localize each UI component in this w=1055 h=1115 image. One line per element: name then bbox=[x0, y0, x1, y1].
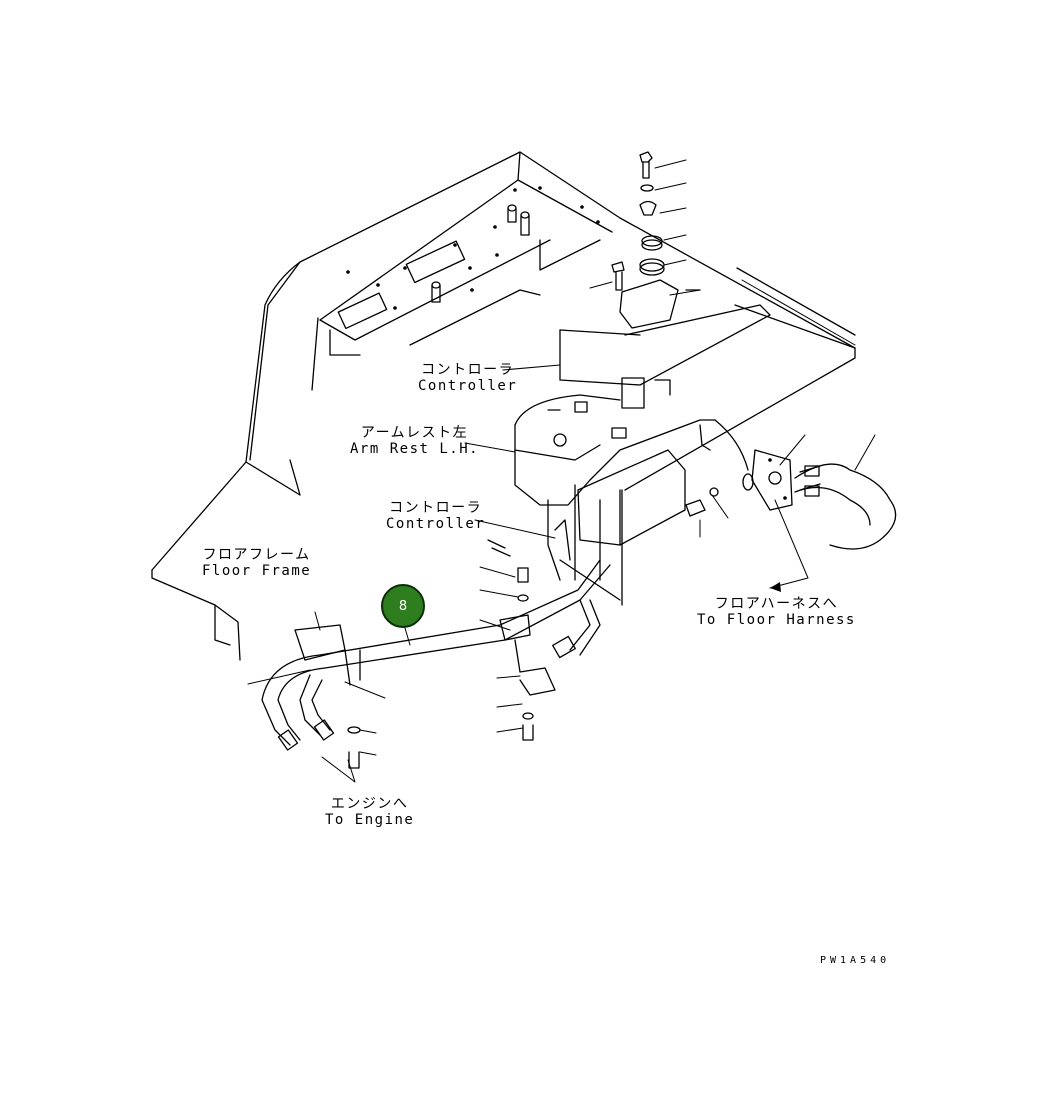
label-arm-rest-jp: アームレスト左 bbox=[360, 425, 469, 441]
engine-harness-drawing bbox=[261, 559, 611, 769]
drawing-code: PW1A540 bbox=[820, 955, 891, 966]
label-controller-mid: コントローラ Controller bbox=[386, 500, 485, 532]
label-floor-frame-jp: フロアフレーム bbox=[202, 547, 311, 563]
label-controller-top-en: Controller bbox=[418, 378, 518, 394]
label-floor-frame: フロアフレーム Floor Frame bbox=[202, 547, 311, 579]
label-engine-jp: エンジンへ bbox=[330, 796, 409, 812]
floor-harness-drawing bbox=[685, 419, 897, 550]
label-controller-mid-jp: コントローラ bbox=[389, 500, 483, 516]
floor-right-section bbox=[559, 267, 856, 606]
controller-lower-drawing bbox=[487, 449, 686, 561]
label-floor-harness-en: To Floor Harness bbox=[697, 612, 856, 628]
label-floor-harness: フロアハーネスへ To Floor Harness bbox=[697, 596, 856, 628]
label-engine: エンジンへ To Engine bbox=[325, 796, 414, 828]
floor-frame-drawing bbox=[151, 151, 856, 661]
label-arm-rest-en: Arm Rest L.H. bbox=[350, 441, 480, 457]
leader-lines bbox=[247, 159, 876, 783]
arm-rest-drawing bbox=[514, 394, 716, 581]
label-arm-rest: アームレスト左 Arm Rest L.H. bbox=[350, 425, 479, 457]
label-controller-top: コントローラ Controller bbox=[418, 362, 517, 394]
label-controller-top-jp: コントローラ bbox=[421, 362, 515, 378]
controller-mount-parts bbox=[559, 151, 771, 409]
label-floor-frame-en: Floor Frame bbox=[202, 563, 312, 579]
part-callout-8[interactable]: 8 bbox=[381, 584, 425, 628]
label-engine-en: To Engine bbox=[325, 812, 415, 828]
label-floor-harness-jp: フロアハーネスへ bbox=[714, 596, 839, 612]
label-controller-mid-en: Controller bbox=[386, 516, 486, 532]
